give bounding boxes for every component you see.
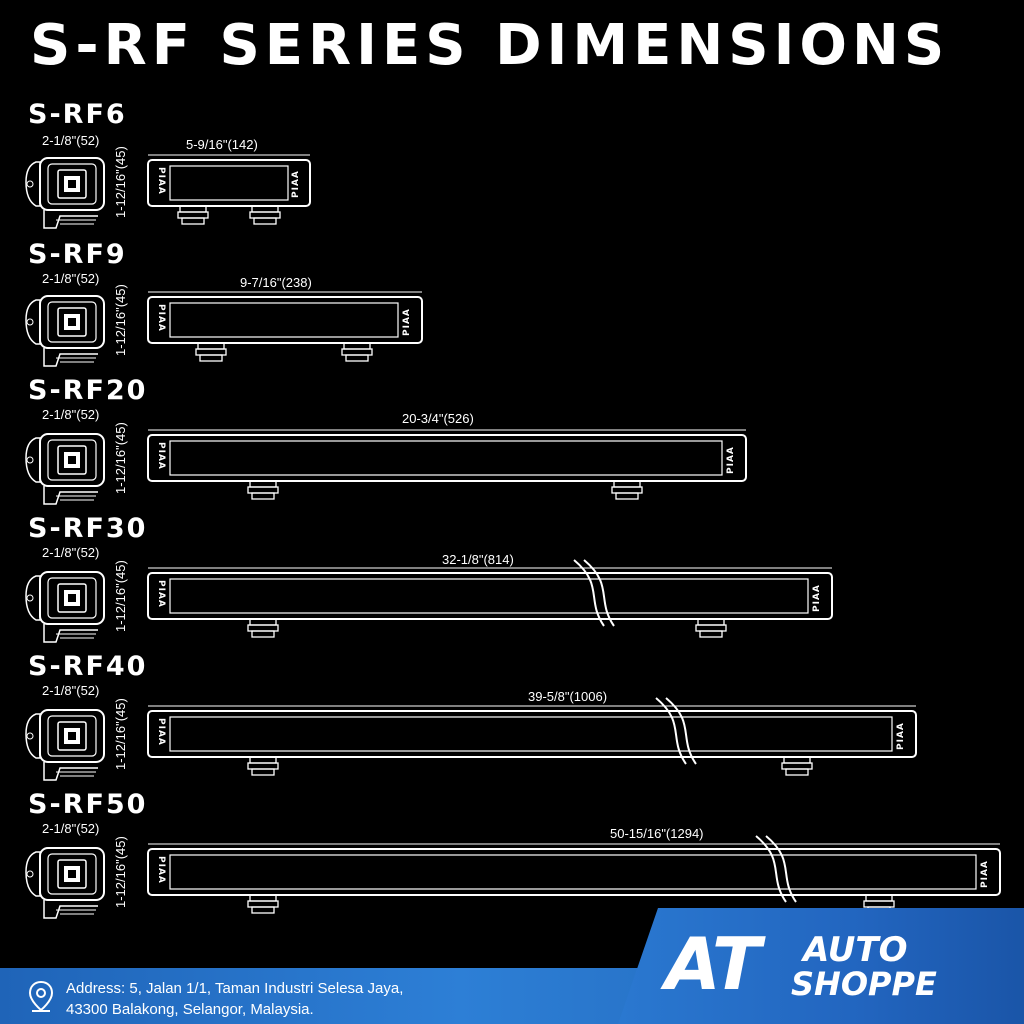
side-view-s-rf50 — [25, 847, 105, 919]
model-label-s-rf20: S-RF20 — [28, 375, 148, 406]
piaa-mark: PIAA — [980, 860, 990, 888]
address-line-1: Address: 5, Jalan 1/1, Taman Industri Se… — [66, 980, 404, 997]
width-label-s-rf9: 2-1/8"(52) — [42, 271, 100, 286]
width-label-s-rf20: 2-1/8"(52) — [42, 407, 100, 422]
model-label-s-rf6: S-RF6 — [28, 99, 127, 130]
model-label-s-rf9: S-RF9 — [28, 239, 127, 270]
side-view-s-rf30 — [25, 571, 105, 643]
width-label-s-rf30: 2-1/8"(52) — [42, 545, 100, 560]
piaa-mark: PIAA — [156, 580, 166, 608]
model-label-s-rf40: S-RF40 — [28, 651, 148, 682]
width-label-s-rf50: 2-1/8"(52) — [42, 821, 100, 836]
address-line-2: 43300 Balakong, Selangor, Malaysia. — [66, 1001, 314, 1018]
bar-s-rf50 — [147, 835, 1001, 914]
length-label-s-rf50: 50-15/16"(1294) — [610, 826, 704, 841]
model-label-s-rf30: S-RF30 — [28, 513, 148, 544]
footer-logo-panel — [618, 908, 1024, 1024]
length-label-s-rf40: 39-5/8"(1006) — [528, 689, 608, 704]
piaa-mark: PIAA — [156, 718, 166, 746]
piaa-mark: PIAA — [156, 442, 166, 470]
logo-at: AT — [665, 922, 761, 1006]
bar-s-rf40 — [147, 697, 917, 776]
side-view-s-rf9 — [25, 295, 105, 367]
address-text: Address: 5, Jalan 1/1, Taman Industri Se… — [66, 978, 403, 1020]
piaa-mark: PIAA — [291, 170, 301, 198]
length-label-s-rf30: 32-1/8"(814) — [442, 552, 514, 567]
piaa-mark: PIAA — [726, 446, 736, 474]
side-view-s-rf20 — [25, 433, 105, 505]
model-label-s-rf50: S-RF50 — [28, 789, 148, 820]
bar-s-rf30 — [147, 559, 833, 638]
logo-auto: AUTO — [803, 930, 908, 970]
location-pin-icon — [28, 980, 54, 1012]
piaa-mark: PIAA — [402, 308, 412, 336]
at-auto-shoppe-logo: AT AUTO SHOPPE — [665, 924, 1005, 1008]
logo-shoppe: SHOPPE — [791, 965, 937, 1003]
piaa-mark: PIAA — [156, 304, 166, 332]
bar-s-rf6 — [147, 154, 311, 225]
width-label-s-rf6: 2-1/8"(52) — [42, 133, 100, 148]
side-view-s-rf40 — [25, 709, 105, 781]
side-view-s-rf6 — [25, 157, 105, 229]
page-title: S-RF SERIES DIMENSIONS — [30, 13, 950, 78]
length-label-s-rf9: 9-7/16"(238) — [240, 275, 312, 290]
piaa-mark: PIAA — [156, 167, 166, 195]
width-label-s-rf40: 2-1/8"(52) — [42, 683, 100, 698]
length-label-s-rf6: 5-9/16"(142) — [186, 137, 258, 152]
bar-s-rf9 — [147, 291, 423, 362]
piaa-mark: PIAA — [156, 856, 166, 884]
length-label-s-rf20: 20-3/4"(526) — [402, 411, 474, 426]
piaa-mark: PIAA — [896, 722, 906, 750]
bar-s-rf20 — [147, 429, 747, 500]
piaa-mark: PIAA — [812, 584, 822, 612]
